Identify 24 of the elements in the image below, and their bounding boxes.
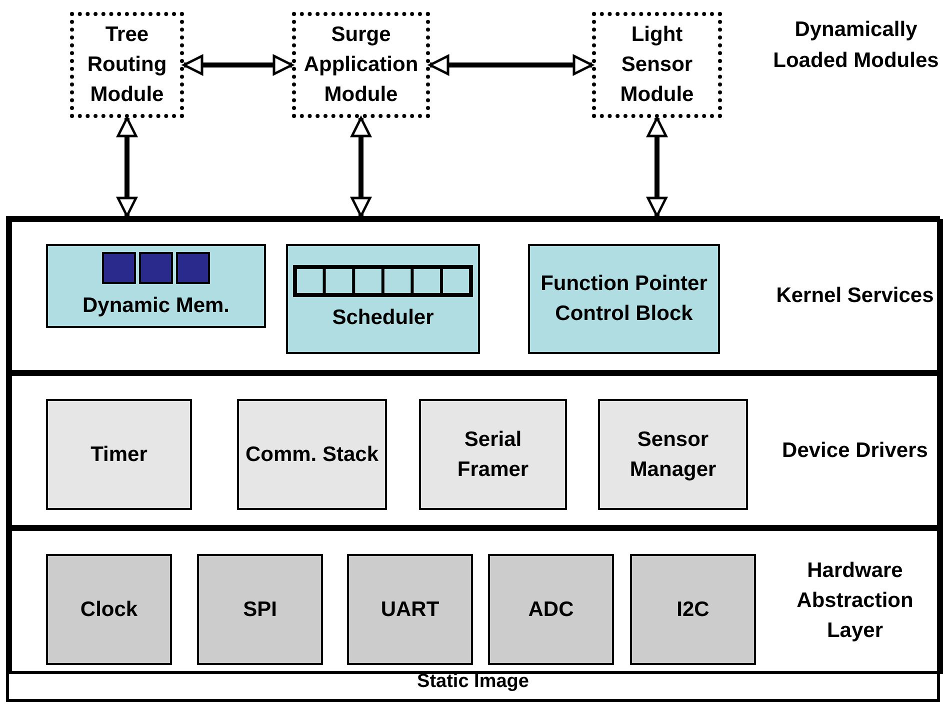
layer-band	[9, 219, 943, 373]
module-box: Light Sensor Module	[592, 12, 722, 118]
component-box: UART	[347, 554, 473, 665]
component-box: ADC	[488, 554, 614, 665]
module-box: Surge Application Module	[292, 12, 430, 118]
layer-title: Dynamically Loaded Modules	[772, 17, 940, 74]
component-box: SPI	[197, 554, 323, 665]
component-box: Comm. Stack	[237, 399, 387, 510]
layer-band	[9, 528, 943, 674]
service-box: Scheduler	[286, 244, 480, 354]
component-box: Sensor Manager	[598, 399, 748, 510]
component-box: Serial Framer	[419, 399, 567, 510]
layer-band	[9, 373, 943, 528]
layer-title: Hardware Abstraction Layer	[796, 558, 914, 644]
component-box: Timer	[46, 399, 192, 510]
layer-title: Kernel Services	[775, 283, 935, 309]
layer-title: Device Drivers	[781, 438, 929, 464]
service-box: Function Pointer Control Block	[528, 244, 720, 354]
component-box: Clock	[46, 554, 172, 665]
module-box: Tree Routing Module	[70, 12, 184, 118]
component-box: I2C	[630, 554, 756, 665]
service-box: Dynamic Mem.	[46, 244, 266, 328]
system-image-frame	[6, 216, 940, 702]
frame-caption: Static Image	[416, 670, 530, 694]
